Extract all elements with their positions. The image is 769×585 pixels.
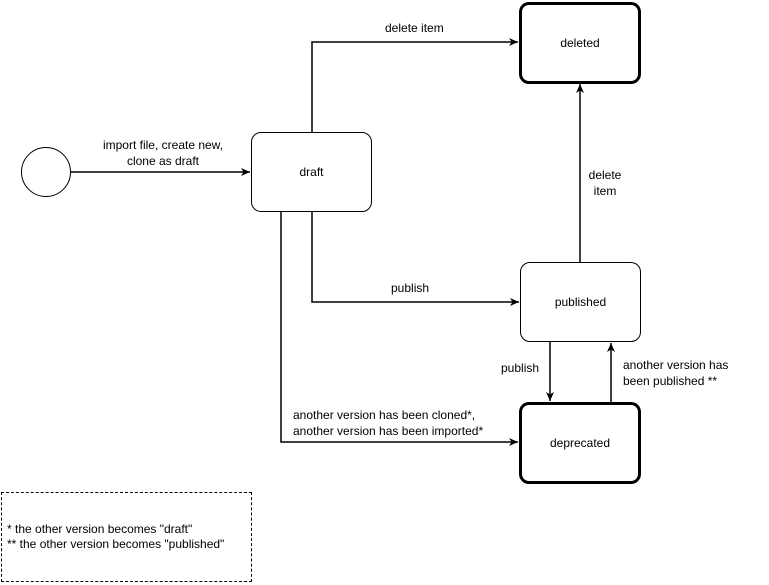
label-line: item <box>593 184 617 198</box>
label-line: clone as draft <box>126 154 200 168</box>
initial-state <box>21 147 71 197</box>
label-draft-to-deleted: delete item <box>385 21 444 35</box>
label-line: import file, create new, <box>102 138 224 152</box>
state-published: published <box>520 262 641 342</box>
label-draft-to-published: publish <box>391 281 430 295</box>
label-published-to-deprecated: publish <box>501 361 540 375</box>
edge-draft-to-deleted <box>311 38 518 132</box>
edge-draft-to-published <box>311 212 519 306</box>
label-line: another version has been cloned*, <box>293 408 476 422</box>
label-draft-to-deprecated: another version has been cloned*, anothe… <box>293 407 483 439</box>
footnote-line: ** the other version becomes "published" <box>7 537 225 551</box>
label-line: another version has <box>623 358 729 372</box>
state-deprecated: deprecated <box>519 402 641 484</box>
label-initial-to-draft: import file, create new, clone as draft <box>88 137 238 169</box>
label-line: been published ** <box>623 374 718 388</box>
footnote-line: * the other version becomes "draft" <box>7 522 193 536</box>
label-deprecated-to-published: another version has been published ** <box>623 357 728 389</box>
edge-draft-to-deprecated <box>280 212 518 446</box>
footnote-box: * the other version becomes "draft" ** t… <box>1 492 252 582</box>
state-deleted: deleted <box>519 2 641 84</box>
label-published-to-deleted: delete item <box>585 167 625 199</box>
label-line: another version has been imported* <box>293 424 484 438</box>
state-draft: draft <box>251 132 372 212</box>
label-line: delete <box>588 168 622 182</box>
